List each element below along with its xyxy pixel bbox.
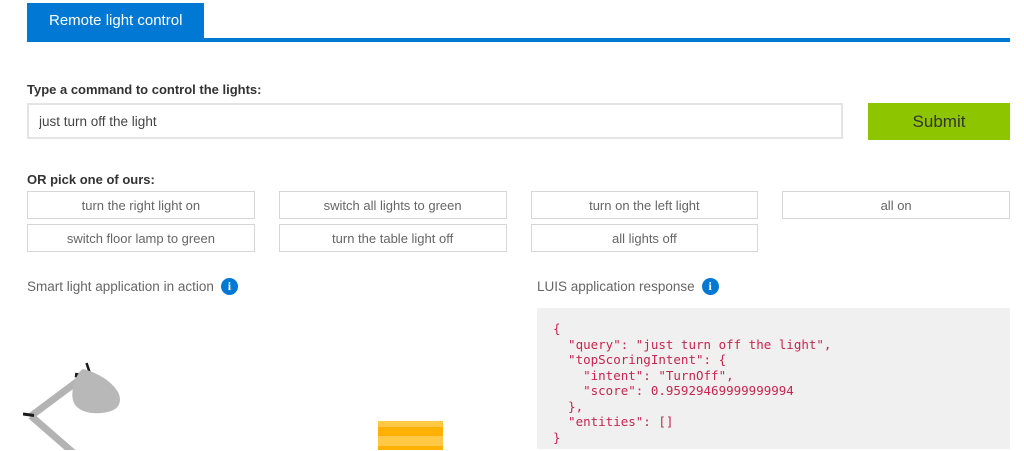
response-code-block: { "query": "just turn off the light", "t…: [537, 308, 1010, 449]
luis-response-caption: LUIS application response: [537, 278, 695, 294]
suggestion-button-floor-lamp-green[interactable]: switch floor lamp to green: [27, 224, 255, 252]
tab-bar: Remote light control: [27, 3, 1010, 38]
response-json-text: { "query": "just turn off the light", "t…: [553, 321, 832, 445]
command-input[interactable]: [27, 103, 843, 139]
suggestion-buttons-grid: turn the right light on switch all light…: [27, 191, 1010, 252]
pick-one-label: OR pick one of ours:: [27, 172, 155, 187]
smart-light-caption-row: Smart light application in action i: [27, 276, 537, 296]
command-label: Type a command to control the lights:: [27, 82, 262, 97]
command-row: Submit: [27, 103, 1010, 140]
info-icon[interactable]: i: [220, 277, 238, 295]
suggestion-button-turn-right-light-on[interactable]: turn the right light on: [27, 191, 255, 219]
smart-light-caption: Smart light application in action: [27, 278, 214, 294]
submit-button[interactable]: Submit: [868, 103, 1010, 140]
tab-underline-rule: [27, 38, 1010, 42]
luis-response-panel: LUIS application response i { "query": "…: [537, 276, 1010, 449]
table-lamp-shade-illustration: [378, 421, 443, 450]
tab-remote-light-control[interactable]: Remote light control: [27, 3, 205, 38]
page: Remote light control Type a command to c…: [0, 3, 1024, 450]
suggestion-button-table-light-off[interactable]: turn the table light off: [278, 224, 507, 252]
info-icon[interactable]: i: [701, 277, 719, 295]
suggestion-button-all-on[interactable]: all on: [782, 191, 1010, 219]
bottom-panels: Smart light application in action i: [23, 276, 1010, 450]
desk-lamp-illustration: [23, 362, 120, 450]
smart-light-panel: Smart light application in action i: [23, 276, 537, 450]
suggestion-button-turn-on-left-light[interactable]: turn on the left light: [530, 191, 759, 219]
suggestion-button-switch-all-green[interactable]: switch all lights to green: [278, 191, 507, 219]
suggestion-button-all-lights-off[interactable]: all lights off: [530, 224, 759, 252]
luis-response-caption-row: LUIS application response i: [537, 276, 1010, 296]
